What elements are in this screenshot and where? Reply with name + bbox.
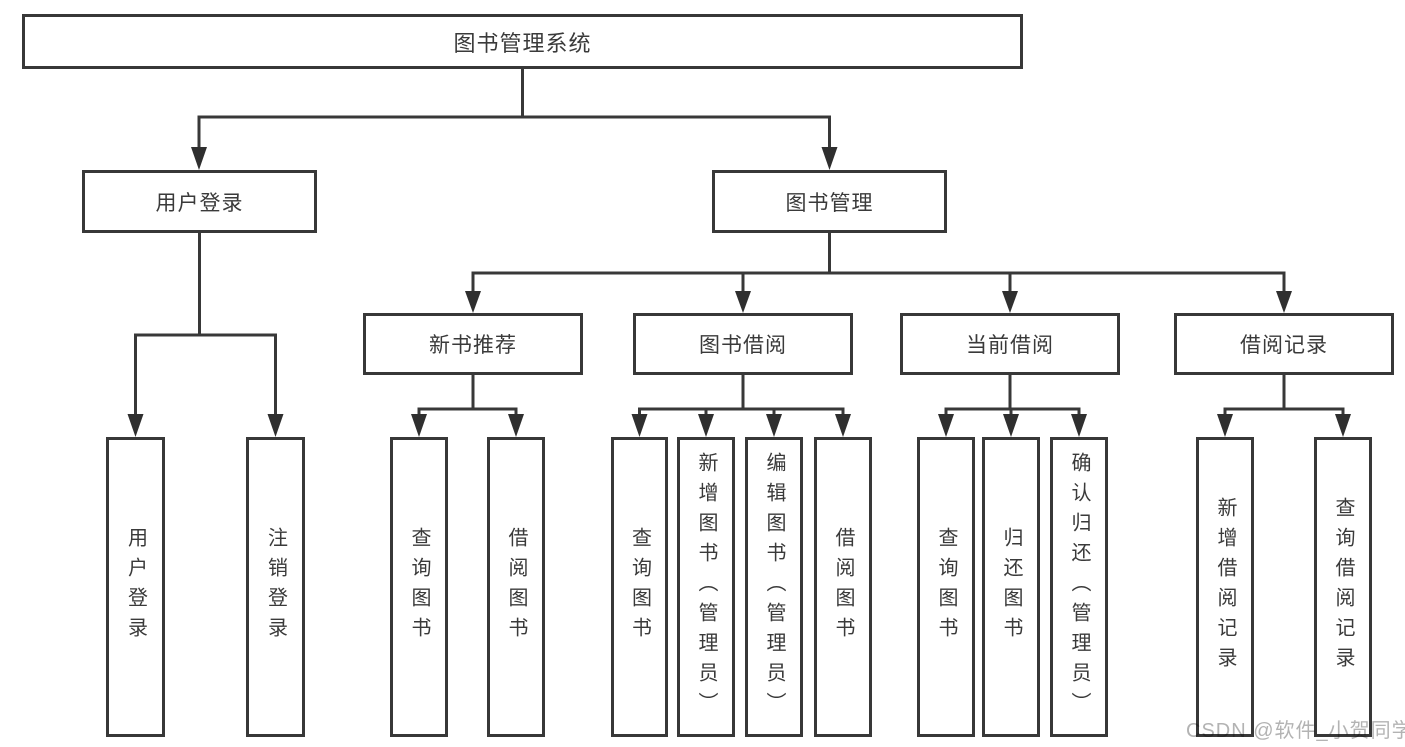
- arrowhead-cb-confirm-return: [1071, 414, 1087, 437]
- leaf-cb-query-books: 查询图书: [917, 437, 975, 737]
- node-new-book-recommend: 新书推荐: [363, 313, 583, 375]
- arrowhead-new-book-recommend: [465, 291, 481, 313]
- leaf-bb-add-books-admin-label: 新增图书（管理员）: [695, 452, 717, 722]
- connector-borrowing-records-branch: [1223, 375, 1345, 416]
- leaf-br-add-record: 新增借阅记录: [1196, 437, 1254, 737]
- leaf-nb-borrow-books: 借阅图书: [487, 437, 545, 737]
- node-current-borrowing: 当前借阅: [900, 313, 1120, 375]
- arrowhead-nb-query-books: [411, 414, 427, 437]
- node-book-management: 图书管理: [712, 170, 947, 233]
- arrowhead-bb-edit-books: [766, 414, 782, 437]
- connector-root-branch: [197, 66, 831, 150]
- connector-current-borrowing-branch: [944, 375, 1081, 416]
- arrowhead-book-management: [821, 147, 838, 170]
- leaf-nb-borrow-books-label: 借阅图书: [505, 527, 527, 647]
- leaf-cb-return-books-label: 归还图书: [1000, 527, 1022, 647]
- arrowhead-borrowing-records: [1276, 291, 1292, 313]
- leaf-cb-query-books-label: 查询图书: [935, 527, 957, 647]
- arrowhead-ul-logout: [267, 414, 284, 437]
- arrowhead-ul-user-login: [127, 414, 144, 437]
- node-current-borrowing-label: 当前借阅: [966, 334, 1054, 357]
- arrowhead-br-add-record: [1217, 414, 1233, 437]
- leaf-cb-confirm-return-admin: 确认归还（管理员）: [1050, 437, 1108, 737]
- arrowhead-br-query-record: [1335, 414, 1351, 437]
- node-book-management-label: 图书管理: [785, 191, 874, 215]
- leaf-bb-borrow-books: 借阅图书: [814, 437, 872, 737]
- node-user-login: 用户登录: [82, 170, 317, 233]
- node-root-label: 图书管理系统: [453, 30, 592, 56]
- leaf-nb-query-books: 查询图书: [390, 437, 448, 737]
- leaf-bb-query-books: 查询图书: [611, 437, 668, 737]
- node-root: 图书管理系统: [22, 14, 1023, 69]
- csdn-watermark: CSDN @软件_小贺同学: [1186, 720, 1405, 742]
- arrowhead-book-borrowing: [735, 291, 751, 313]
- arrowhead-nb-borrow-books: [508, 414, 524, 437]
- leaf-user-login: 用户登录: [106, 437, 165, 737]
- arrowhead-cb-return-books: [1003, 414, 1019, 437]
- leaf-br-add-record-label: 新增借阅记录: [1214, 497, 1236, 677]
- leaf-cb-confirm-return-admin-label: 确认归还（管理员）: [1068, 452, 1090, 722]
- node-borrowing-records: 借阅记录: [1174, 313, 1394, 375]
- leaf-br-query-record: 查询借阅记录: [1314, 437, 1372, 737]
- arrowhead-current-borrowing: [1002, 291, 1018, 313]
- arrowhead-bb-add-books: [698, 414, 714, 437]
- node-new-book-recommend-label: 新书推荐: [429, 334, 517, 357]
- connector-new-book-recommend-branch: [417, 375, 518, 416]
- leaf-bb-add-books-admin: 新增图书（管理员）: [677, 437, 735, 737]
- arrowhead-bb-borrow-books: [835, 414, 851, 437]
- leaf-br-query-record-label: 查询借阅记录: [1332, 497, 1354, 677]
- leaf-nb-query-books-label: 查询图书: [408, 527, 430, 647]
- leaf-bb-edit-books-admin: 编辑图书（管理员）: [745, 437, 803, 737]
- connector-user-login-branch: [134, 233, 277, 416]
- node-borrowing-records-label: 借阅记录: [1240, 334, 1328, 357]
- leaf-bb-borrow-books-label: 借阅图书: [832, 527, 854, 647]
- connector-book-borrowing-branch: [638, 375, 845, 416]
- connector-book-management-branch: [471, 233, 1286, 293]
- leaf-cb-return-books: 归还图书: [982, 437, 1040, 737]
- leaf-user-login-label: 用户登录: [124, 527, 147, 647]
- arrowhead-bb-query-books: [631, 414, 648, 437]
- leaf-logout: 注销登录: [246, 437, 305, 737]
- leaf-bb-edit-books-admin-label: 编辑图书（管理员）: [763, 452, 785, 722]
- arrowhead-user-login: [191, 147, 207, 170]
- node-user-login-label: 用户登录: [155, 191, 244, 215]
- arrowhead-cb-query-books: [938, 414, 954, 437]
- leaf-logout-label: 注销登录: [264, 527, 287, 647]
- node-book-borrowing: 图书借阅: [633, 313, 853, 375]
- node-book-borrowing-label: 图书借阅: [699, 334, 787, 357]
- leaf-bb-query-books-label: 查询图书: [628, 527, 651, 647]
